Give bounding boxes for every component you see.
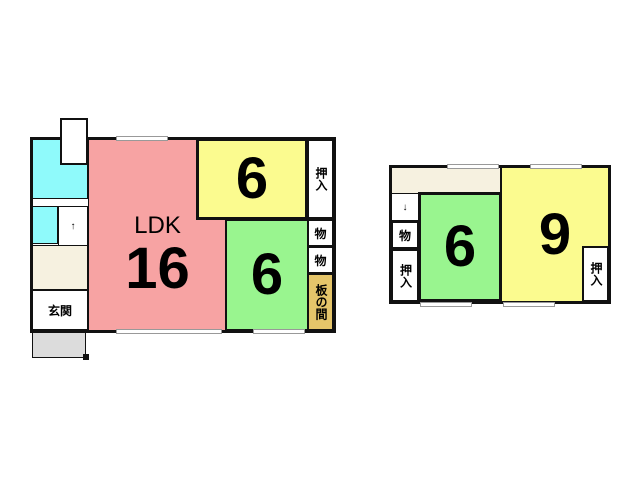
toilet — [32, 206, 58, 244]
oshiire-left-2f: 押入 — [391, 249, 419, 302]
hallway-2f — [391, 167, 501, 194]
oshiire-closet: 押入 — [307, 139, 334, 219]
window — [503, 302, 555, 307]
stairs: ↑ — [58, 206, 88, 246]
window — [116, 136, 168, 141]
porch-post — [83, 354, 89, 360]
ldk-size: 16 — [125, 236, 190, 301]
japanese-room-6-2f: 6 — [418, 192, 502, 302]
japanese-room-6: 6 — [225, 219, 309, 331]
storage-2f: 物 — [391, 221, 419, 249]
storage-1: 物 — [307, 219, 334, 247]
window — [420, 302, 472, 307]
window — [116, 329, 222, 334]
itanoma: 板の間 — [307, 273, 334, 331]
western-room-6: 6 — [196, 138, 308, 220]
ldk-label: LDK — [134, 212, 181, 239]
genkan: 玄関 — [32, 290, 88, 330]
floor-2-outline — [389, 165, 611, 304]
porch — [32, 332, 86, 358]
western-room-9: 9 — [501, 167, 609, 302]
oshiire-right-2f: 押入 — [582, 246, 609, 302]
window — [447, 164, 499, 169]
entry-door-area — [60, 118, 88, 165]
stairs-2f: ↓ — [391, 193, 419, 221]
window — [253, 329, 305, 334]
storage-2: 物 — [307, 246, 334, 274]
hallway — [32, 245, 88, 290]
window — [530, 164, 582, 169]
